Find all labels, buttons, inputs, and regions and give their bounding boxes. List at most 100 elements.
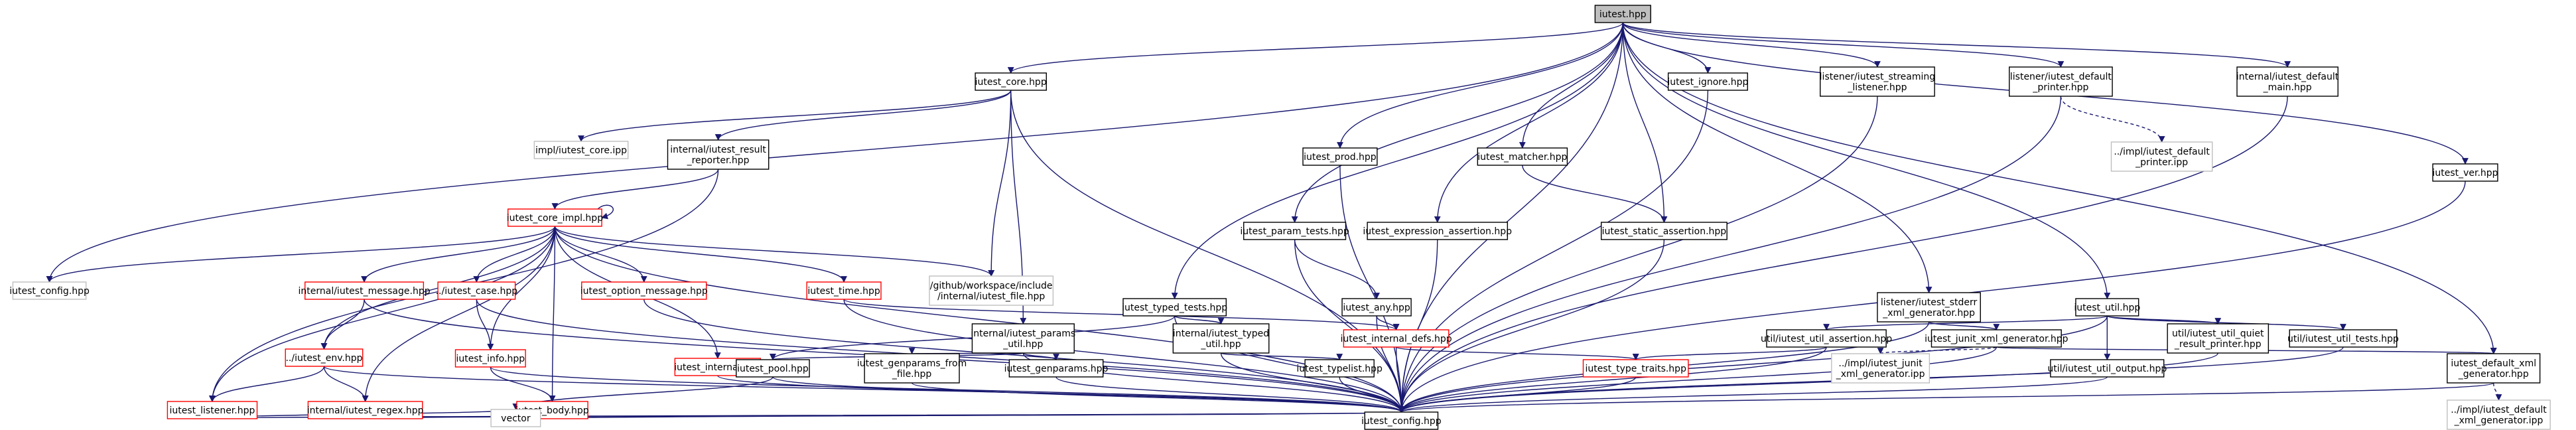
edge-iutest-to-default_printer	[1622, 22, 2065, 68]
node-box	[1931, 329, 2062, 348]
node-box	[1364, 411, 1439, 430]
node-typelist[interactable]: iutest_typelist.hpp	[1296, 359, 1383, 378]
node-label: internal/iutest_result	[670, 145, 766, 155]
edge-case-to-info	[476, 299, 494, 350]
node-util-tests[interactable]: util/iutest_util_tests.hpp	[2287, 329, 2399, 348]
node-box	[2110, 141, 2213, 172]
node-label: iutest_config.hpp	[9, 286, 90, 297]
node-stderr-xml[interactable]: listener/iutest_stderr_xml_generator.hpp	[1877, 292, 1981, 322]
node-expression-assertion[interactable]: iutest_expression_assertion.hpp	[1363, 222, 1512, 240]
edge-iutest-to-util	[1622, 22, 2111, 299]
node-util[interactable]: iutest_util.hpp	[2074, 298, 2140, 317]
edge-util-to-config_bottom	[1398, 315, 2108, 413]
node-box	[1831, 353, 1931, 384]
node-box	[667, 139, 770, 170]
node-info[interactable]: iutest_info.hpp	[454, 349, 526, 368]
node-label: _xml_generator.ipp	[2454, 415, 2543, 426]
edge-param_tests-to-config_bottom	[1294, 239, 1405, 413]
node-label: iutest_listener.hpp	[170, 405, 255, 416]
node-iutest-core[interactable]: iutest_core.hpp	[975, 72, 1047, 91]
node-box	[1172, 323, 1270, 354]
edge-iutest_core-to-config_bottom	[1010, 90, 1405, 413]
node-case[interactable]: ../iutest_case.hpp	[436, 281, 518, 300]
node-prod[interactable]: iutest_prod.hpp	[1302, 147, 1378, 166]
node-type-traits[interactable]: iutest_type_traits.hpp	[1582, 359, 1689, 378]
edge-genparams_file-to-config_bottom	[911, 382, 1404, 413]
node-default-main[interactable]: internal/iutest_default_main.hpp	[2236, 66, 2339, 97]
node-params-util[interactable]: internal/iutest_params_util.hpp	[971, 323, 1075, 354]
node-box	[1600, 222, 1728, 240]
node-label: iutest_any.hpp	[1343, 303, 1410, 313]
node-result-reporter[interactable]: internal/iutest_result_reporter.hpp	[667, 139, 770, 170]
edge-iutest-to-stderr_xml	[1622, 22, 1932, 293]
node-label: ../iutest_case.hpp	[436, 286, 518, 297]
node-util-quiet[interactable]: util/iutest_util_quiet_result_printer.hp…	[2167, 323, 2270, 354]
node-listener[interactable]: iutest_listener.hpp	[167, 401, 258, 419]
node-box	[806, 281, 882, 300]
node-box	[864, 353, 960, 384]
node-label: _printer.hpp	[2032, 82, 2088, 93]
node-config-bottom[interactable]: iutest_config.hpp	[1361, 411, 1442, 430]
node-box	[1766, 329, 1887, 348]
node-vector: vector	[490, 409, 541, 427]
edge-core_impl-to-time	[554, 226, 847, 283]
node-label: impl/iutest_core.ipp	[535, 145, 627, 156]
nodes-layer: iutest.hpp iutest_core.hpp impl/iutest_cor…	[9, 5, 2551, 430]
node-time[interactable]: iutest_time.hpp	[806, 281, 882, 300]
edge-typelist-to-config_bottom	[1339, 376, 1405, 413]
node-label: ../impl/iutest_default	[2114, 147, 2210, 157]
node-box	[1243, 222, 1347, 240]
node-pool[interactable]: iutest_pool.hpp	[736, 359, 810, 378]
node-ver[interactable]: iutest_ver.hpp	[2432, 163, 2498, 182]
node-core-impl[interactable]: iutest_core_impl.hpp	[507, 208, 603, 227]
node-default-printer-ipp: ../impl/iutest_default_printer.ipp	[2110, 141, 2213, 172]
node-regex[interactable]: internal/iutest_regex.hpp	[307, 401, 424, 419]
node-internal-typed-util[interactable]: internal/iutest_typed_util.hpp	[1172, 323, 1270, 354]
node-box	[1877, 292, 1981, 322]
node-label: ../impl/iutest_default	[2451, 405, 2547, 415]
edge-core_impl-to-listener	[209, 226, 556, 402]
edge-info-to-config_bottom	[490, 366, 1404, 413]
node-util-output[interactable]: util/iutest_util_output.hpp	[2047, 359, 2167, 378]
node-label: iutest_util.hpp	[2074, 303, 2140, 313]
node-label: util/iutest_util_tests.hpp	[2287, 334, 2399, 344]
node-static-assertion[interactable]: iutest_static_assertion.hpp	[1600, 222, 1728, 240]
node-label: listener/iutest_stderr	[1881, 297, 1978, 308]
node-util-assertion[interactable]: util/iutest_util_assertion.hpp	[1761, 329, 1892, 348]
node-junit-xml[interactable]: iutest_junit_xml_generator.hpp	[1925, 329, 2068, 348]
edge-core_impl-to-case	[473, 226, 556, 283]
node-any[interactable]: iutest_any.hpp	[1341, 298, 1412, 317]
node-label: _result_printer.hpp	[2174, 339, 2262, 350]
node-iutest[interactable]: iutest.hpp	[1594, 5, 1651, 23]
node-default-printer[interactable]: listener/iutest_default_printer.hpp	[2009, 66, 2113, 97]
node-label: iutest_param_tests.hpp	[1240, 226, 1349, 237]
edge-util_assertion-to-config_bottom	[1398, 346, 1827, 413]
edge-internal_typed_util-to-typelist	[1220, 352, 1343, 360]
node-option-message[interactable]: iutest_option_message.hpp	[580, 281, 708, 300]
node-genparams-file[interactable]: iutest_genparams_from_file.hpp	[857, 353, 967, 384]
edge-iutest-to-matcher	[1519, 22, 1623, 149]
node-box	[736, 359, 810, 378]
node-label: iutest_matcher.hpp	[1477, 152, 1567, 163]
edge-prod-to-config_bottom	[1339, 165, 1405, 413]
node-internal-message[interactable]: internal/iutest_message.hpp	[299, 281, 431, 300]
node-box	[2050, 359, 2165, 378]
edge-static_assertion-to-config_bottom	[1398, 239, 1665, 413]
node-label: listener/iutest_streaming	[1820, 72, 1936, 82]
node-label: iutest_typelist.hpp	[1296, 364, 1383, 374]
node-param-tests[interactable]: iutest_param_tests.hpp	[1240, 222, 1349, 240]
edge-param_tests-to-any	[1294, 239, 1380, 299]
node-label: /internal/iutest_file.hpp	[937, 291, 1045, 302]
node-typed-tests[interactable]: iutest_typed_tests.hpp	[1122, 298, 1227, 317]
node-internal-defs[interactable]: iutest_internal_defs.hpp	[1340, 329, 1452, 348]
node-ignore[interactable]: iutest_ignore.hpp	[1667, 72, 1749, 91]
node-box	[971, 323, 1075, 354]
node-default-xml[interactable]: iutest_default_xml_generator.hpp	[2447, 353, 2541, 384]
node-streaming[interactable]: listener/iutest_streaming_listener.hpp	[1820, 66, 1936, 97]
edge-info-to-body	[490, 366, 556, 402]
node-genparams[interactable]: iutest_genparams.hpp	[1004, 359, 1109, 378]
node-matcher[interactable]: iutest_matcher.hpp	[1477, 147, 1568, 166]
node-env[interactable]: ../iutest_env.hpp	[285, 348, 364, 367]
node-box	[929, 275, 1054, 306]
node-box	[307, 401, 423, 419]
